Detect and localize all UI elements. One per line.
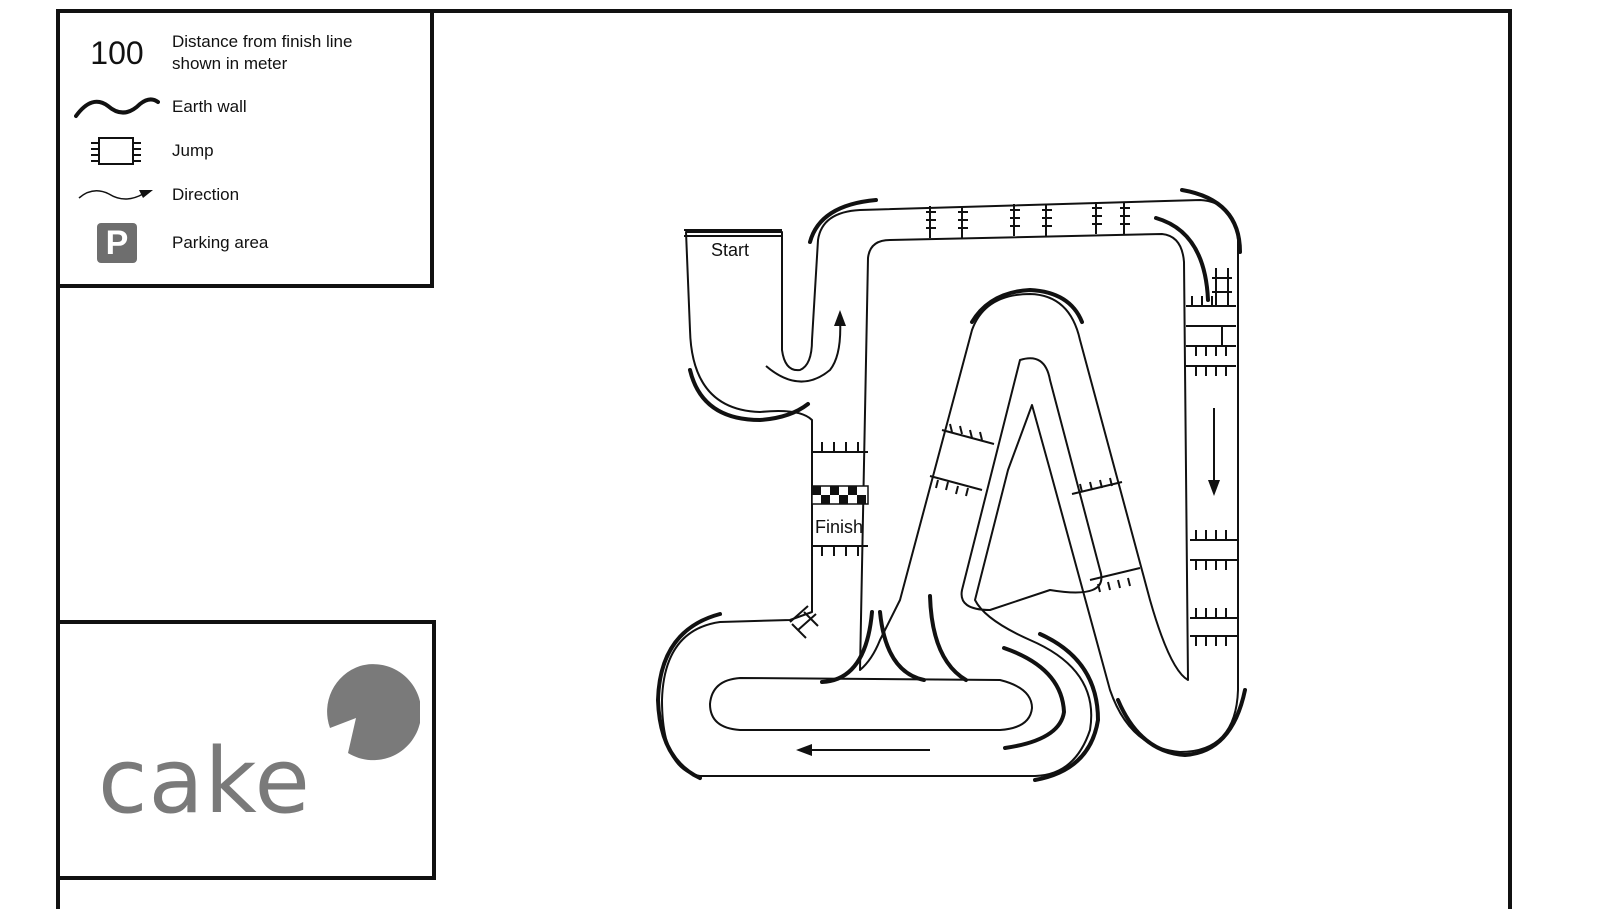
legend-row-parking: P Parking area bbox=[60, 223, 430, 263]
earth-wall bbox=[1180, 188, 1242, 254]
track-outline-outer bbox=[661, 199, 1239, 777]
jump-icon bbox=[72, 131, 162, 171]
earth-wall bbox=[970, 287, 1084, 324]
wavy-line-icon bbox=[72, 87, 162, 127]
direction-arrow-icon bbox=[765, 317, 842, 383]
jump-icon-top-3 bbox=[1092, 202, 1130, 234]
jump-icon-diagonal-right bbox=[1071, 477, 1141, 593]
track-inner-hairpin bbox=[960, 357, 1103, 611]
earth-wall bbox=[655, 612, 722, 780]
jump-icon-right bbox=[1186, 268, 1236, 376]
earth-wall bbox=[1116, 688, 1247, 758]
jump-icon-top-2 bbox=[1010, 204, 1052, 236]
legend-row-earth-wall: Earth wall bbox=[60, 87, 430, 127]
earth-wall bbox=[928, 594, 968, 682]
jump-icon-right-lower bbox=[1190, 530, 1238, 646]
legend-panel: 100 Distance from finish line shown in m… bbox=[56, 9, 434, 288]
logo-mark-icon bbox=[327, 664, 420, 761]
jump-icon-finish bbox=[812, 442, 868, 556]
jump-icon-top-1 bbox=[926, 206, 968, 238]
legend-row-jump: Jump bbox=[60, 131, 430, 171]
direction-arrow-icon bbox=[72, 175, 162, 215]
legend-row-distance: 100 Distance from finish line shown in m… bbox=[60, 32, 430, 73]
parking-icon: P bbox=[72, 223, 162, 263]
arrowhead bbox=[796, 744, 812, 756]
earth-wall bbox=[1033, 632, 1101, 782]
start-label: Start bbox=[711, 240, 749, 260]
map-frame bbox=[56, 9, 1512, 909]
arrowhead bbox=[1208, 480, 1220, 496]
legend-earth-wall: Earth wall bbox=[172, 97, 247, 116]
arrowhead bbox=[834, 310, 846, 326]
earth-wall bbox=[1002, 646, 1067, 750]
earth-wall bbox=[688, 368, 810, 423]
start-line bbox=[684, 229, 782, 237]
jump-icon-small bbox=[789, 605, 819, 639]
earth-wall bbox=[878, 610, 926, 682]
legend-parking-area: Parking area bbox=[172, 233, 269, 252]
finish-line-checkered bbox=[811, 485, 869, 505]
earth-wall bbox=[808, 198, 878, 244]
legend-direction: Direction bbox=[172, 185, 240, 204]
legend-row-direction: Direction bbox=[60, 175, 430, 215]
legend-jump: Jump bbox=[172, 141, 214, 160]
earth-wall bbox=[1154, 216, 1210, 302]
logo-wordmark: cake bbox=[98, 729, 311, 834]
logo-panel: cake bbox=[56, 620, 436, 880]
jump-icon-diagonal-left bbox=[929, 423, 995, 497]
legend-distance-line1: Distance from finish line bbox=[172, 32, 353, 51]
distance-number: 100 bbox=[90, 34, 144, 71]
track-inner-loop bbox=[709, 677, 1033, 731]
earth-wall bbox=[820, 610, 874, 684]
track-outline-inner bbox=[859, 233, 1189, 681]
legend-distance-line2: shown in meter bbox=[172, 54, 288, 73]
finish-label: Finish bbox=[815, 517, 863, 537]
